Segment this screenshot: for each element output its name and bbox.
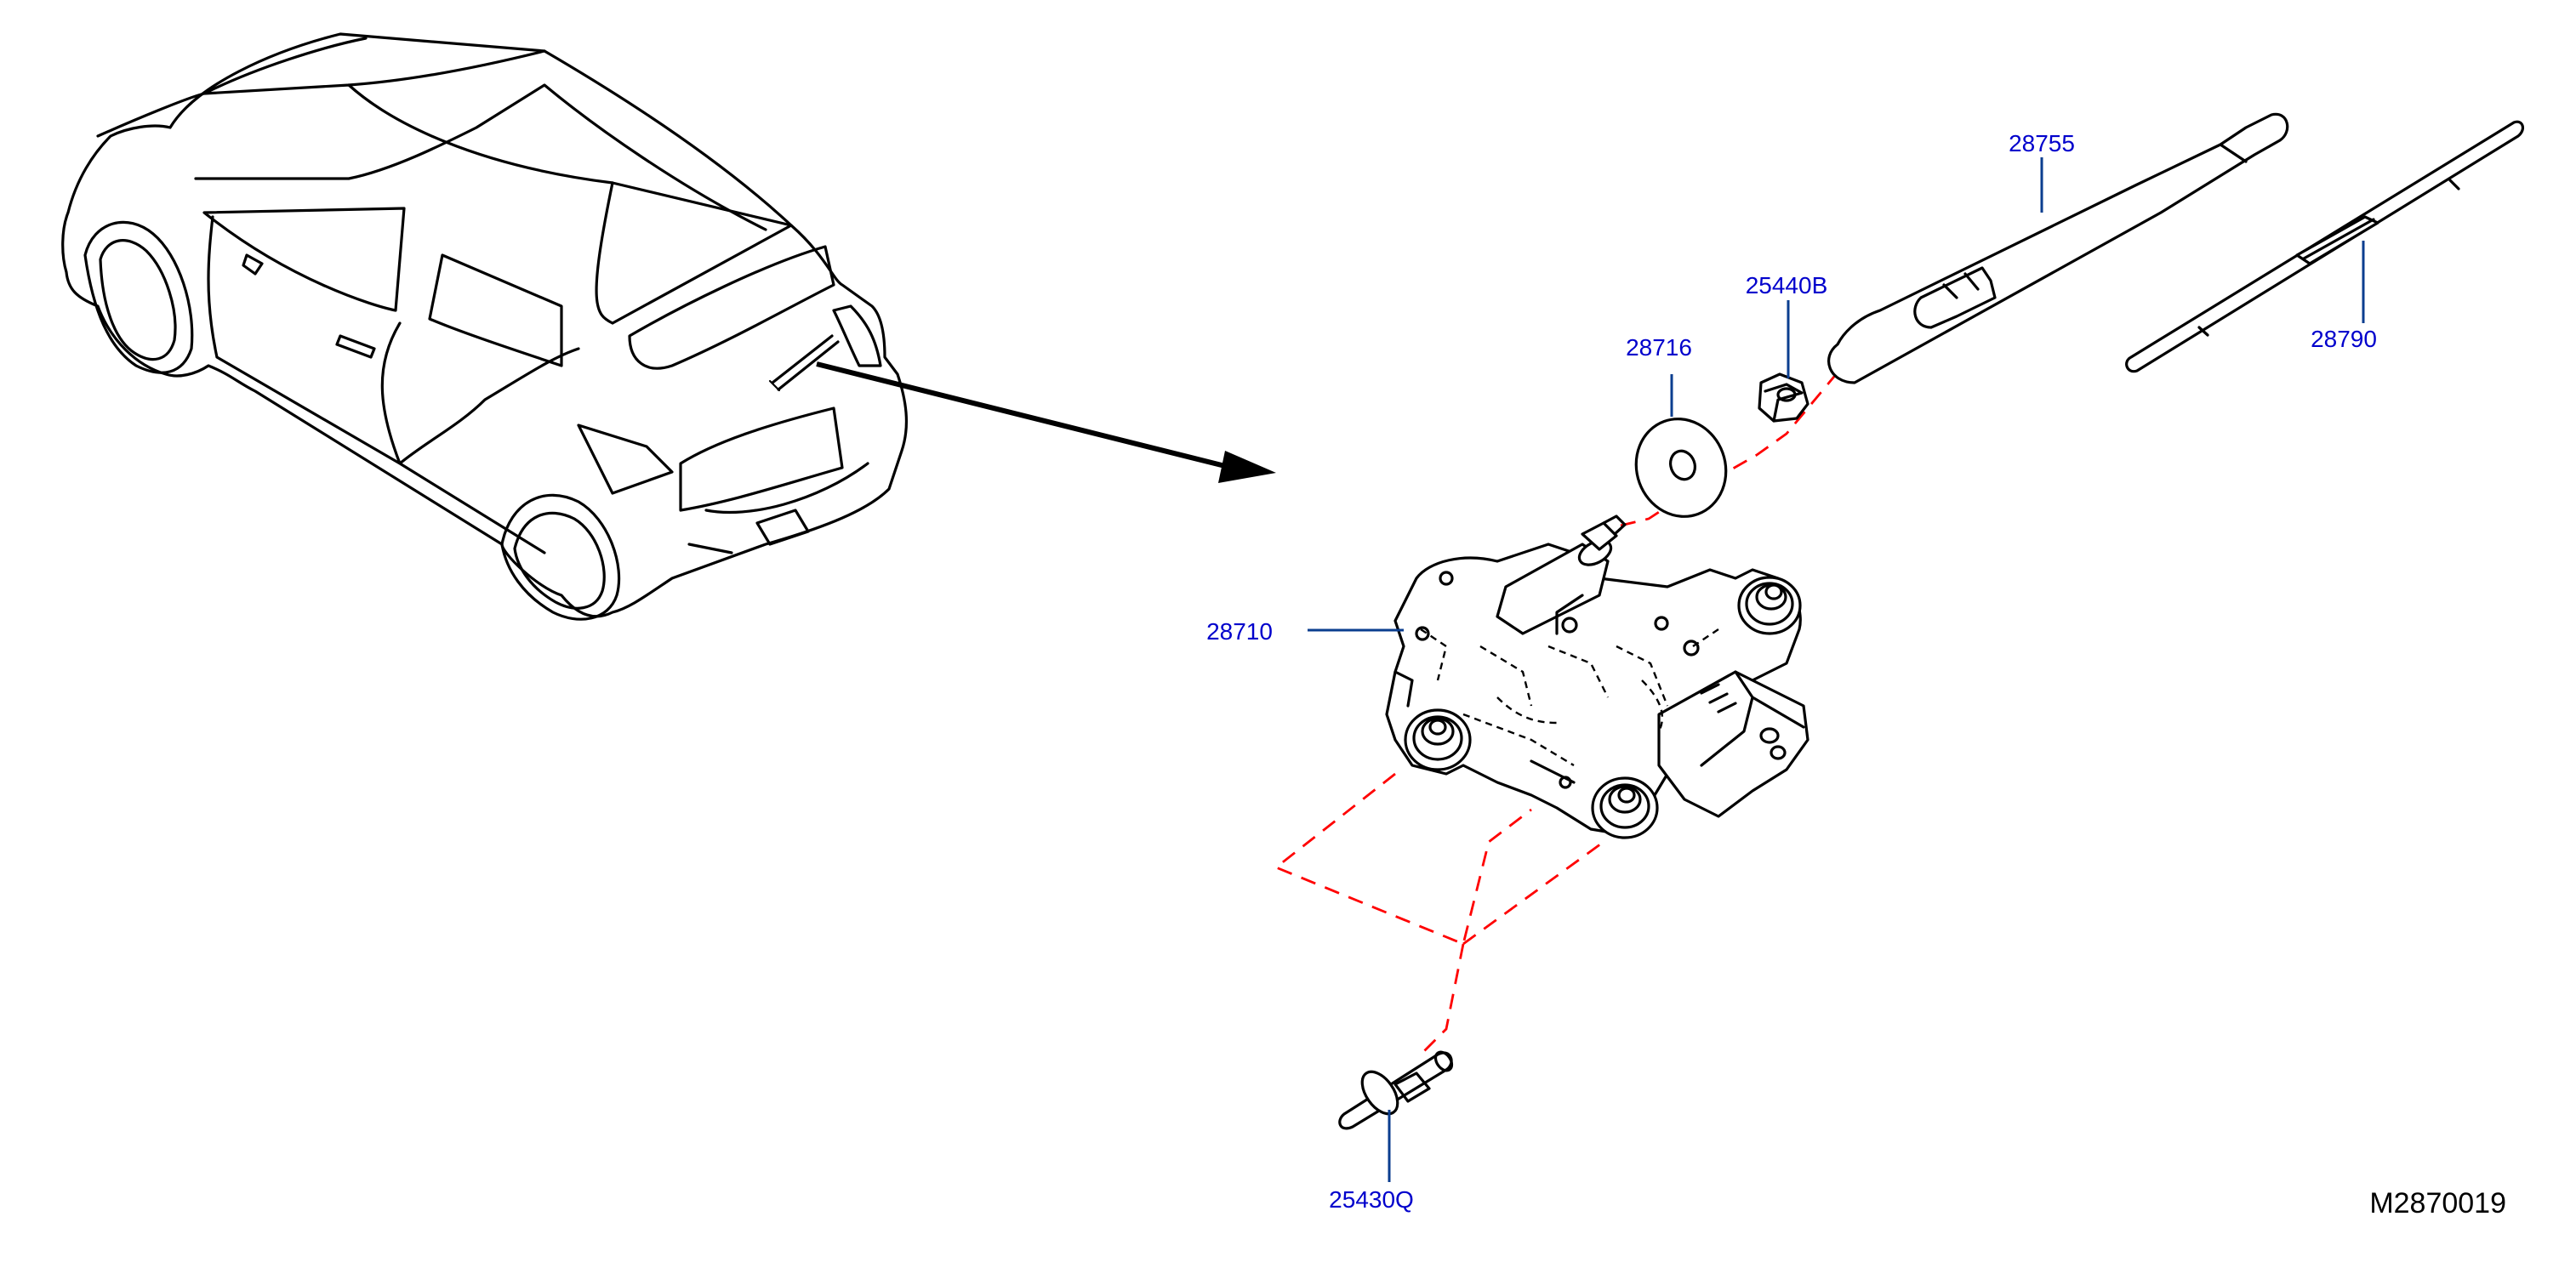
vehicle-illustration xyxy=(61,32,909,621)
callout-labels: 28755 25440B 28716 28790 28710 25430Q xyxy=(1206,130,2377,1213)
callout-28755[interactable]: 28755 xyxy=(2009,130,2075,156)
leader-lines xyxy=(1308,157,2365,1182)
pivot-bolt-part xyxy=(1338,1050,1454,1130)
wiper-blade-part xyxy=(2125,120,2525,373)
location-arrow xyxy=(816,361,1276,483)
nut-part xyxy=(1758,372,1809,423)
diagram-reference-code: M2870019 xyxy=(2369,1187,2506,1219)
wiper-motor-part xyxy=(1385,514,1809,839)
wiper-arm-part xyxy=(1827,112,2289,384)
callout-28790[interactable]: 28790 xyxy=(2311,326,2377,352)
grommet-right xyxy=(1737,576,1802,635)
callout-28716[interactable]: 28716 xyxy=(1626,334,1692,361)
grommet-left xyxy=(1404,708,1472,771)
washer-part xyxy=(1634,418,1728,518)
grommet-bottom xyxy=(1591,776,1659,839)
callout-25430q[interactable]: 25430Q xyxy=(1329,1186,1414,1213)
assembly-lines xyxy=(1274,372,1839,1055)
callout-28710[interactable]: 28710 xyxy=(1206,618,1273,645)
callout-25440b[interactable]: 25440B xyxy=(1746,272,1828,298)
